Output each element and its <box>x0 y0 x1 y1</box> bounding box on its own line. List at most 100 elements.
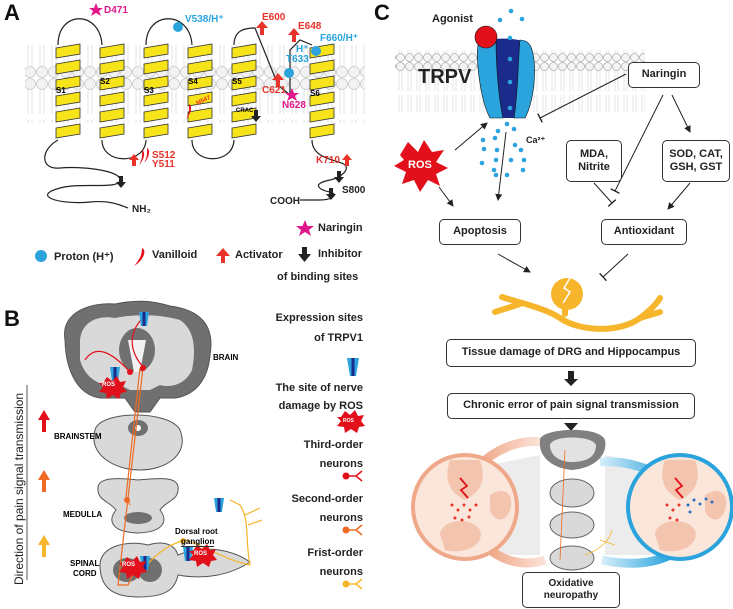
region-medulla: MEDULLA <box>63 510 103 519</box>
legend-second-2: neurons <box>319 512 363 524</box>
inhibitor-arrow-icon <box>326 188 336 200</box>
region-drg-2: ganglion <box>181 537 215 547</box>
inhibitor-arrow-icon <box>251 110 261 122</box>
activator-arrow-icon <box>342 154 352 166</box>
tissue-damage-label: Tissue damage of DRG and Hippocampus <box>461 346 681 359</box>
legend-second-1: Second-order <box>291 493 363 505</box>
site-e648: E648 <box>298 21 322 32</box>
panel-b-ros-bursts <box>99 376 365 579</box>
antioxidant-box: Antioxidant <box>601 219 687 245</box>
oxidative-neuropathy-box: Oxidative neuropathy <box>522 572 620 608</box>
naringin-star-icon <box>296 220 314 236</box>
n-terminus-label: NH₂ <box>132 204 151 215</box>
region-brain: BRAIN <box>213 353 239 362</box>
region-drg-1: Dorsal root <box>175 527 218 536</box>
legend-activator: Activator <box>235 249 283 261</box>
site-y511: Y511 <box>152 159 175 170</box>
agonist-icon <box>474 25 498 49</box>
vanilloid-icon <box>186 104 192 119</box>
site-n628: N628 <box>282 100 306 111</box>
panel-a-helices <box>55 43 335 139</box>
site-k710: K710 <box>316 155 340 166</box>
neuropathy-label: neuropathy <box>543 590 599 601</box>
crac-label: CRAC <box>236 108 254 114</box>
region-spinal: SPINAL <box>70 559 100 568</box>
nitrite-label: Nitrite <box>578 161 610 173</box>
ros-label-cord: ROS <box>122 562 136 568</box>
trpv-label: TRPV <box>418 66 472 88</box>
naringin-star-icon <box>89 3 103 16</box>
site-t633: T633 <box>286 54 309 65</box>
activator-arrow-icon <box>272 73 284 87</box>
legend-naringin: Naringin <box>318 222 363 234</box>
panel-b-anatomy <box>64 300 251 598</box>
ros-label: ROS <box>408 159 432 171</box>
ros-legend-label: ROS <box>343 418 354 424</box>
sod-cat-label: SOD, CAT, <box>669 147 723 160</box>
vanilloid-icon <box>139 150 145 165</box>
proton-icon <box>173 22 183 32</box>
inhibitor-arrow-icon <box>334 171 344 183</box>
legend-third-2: neurons <box>319 458 363 470</box>
site-e600: E600 <box>262 12 286 23</box>
proton-icon <box>284 68 294 78</box>
inhibitor-arrow-icon <box>116 176 126 188</box>
legend-first-1: Frist-order <box>307 547 363 559</box>
panel-b-letter: B <box>4 306 20 331</box>
naringin-box: Naringin <box>628 62 700 88</box>
legend-vanilloid: Vanilloid <box>152 249 198 261</box>
site-s800: S800 <box>342 185 366 196</box>
activator-arrow-icon <box>256 21 268 35</box>
down-arrow-icon <box>564 371 578 386</box>
ros-legend-icon <box>337 410 365 433</box>
chronic-error-box: Chronic error of pain signal transmissio… <box>447 393 695 419</box>
ros-label-drg: ROS <box>194 551 208 557</box>
apoptosis-label: Apoptosis <box>453 225 507 238</box>
legend-proton: Proton (H⁺) <box>54 251 114 263</box>
legend-footer: of binding sites <box>277 271 359 283</box>
legend-inhibitor: Inhibitor <box>318 248 362 260</box>
legend-third-1: Third-order <box>303 439 363 451</box>
mda-nitrite-box: MDA, Nitrite <box>566 140 622 182</box>
panel-c-pathway-arrows <box>438 73 691 282</box>
vanilloid-icon <box>144 148 150 163</box>
oxidative-label: Oxidative <box>548 578 594 589</box>
third-order-arrow-icon <box>38 410 50 432</box>
activator-arrow-icon <box>129 154 139 166</box>
brainstem-section <box>93 414 183 471</box>
site-f660: F660/H⁺ <box>320 33 359 44</box>
vanilloid-icon <box>134 248 145 266</box>
panel-a-legend-icons <box>35 220 314 266</box>
segment-s5: S5 <box>232 77 242 86</box>
site-c621: C621 <box>262 85 286 96</box>
segment-s4: S4 <box>188 77 198 86</box>
panel-b-neuron-legend-icons <box>342 470 363 590</box>
damaged-neuron <box>492 277 663 332</box>
site-s512: S512 <box>152 150 176 161</box>
ros-burst-icon <box>189 544 217 567</box>
calcium-label: Ca²⁺ <box>526 135 546 145</box>
legend-damage-1: The site of nerve <box>275 382 363 394</box>
sod-cat-box: SOD, CAT, GSH, GST <box>662 140 730 182</box>
site-h-plus: H⁺ <box>296 44 309 55</box>
site-v538: V538/H⁺ <box>185 14 224 25</box>
tissue-damage-box: Tissue damage of DRG and Hippocampus <box>446 339 696 367</box>
legend-first-2: neurons <box>319 566 363 578</box>
panel-a-site-markers <box>89 3 352 200</box>
legend-expression-1: Expression sites <box>275 312 363 324</box>
medulla-section <box>97 478 179 534</box>
segment-s6: S6 <box>310 89 320 98</box>
segment-s2: S2 <box>100 77 110 86</box>
neuropathy-schematic <box>411 429 733 571</box>
inhibitor-arrow-icon <box>298 247 311 262</box>
c-terminus-label: COOH <box>270 196 300 207</box>
antioxidant-label: Antioxidant <box>613 225 675 238</box>
segment-s1: S1 <box>56 86 66 95</box>
region-cord: CORD <box>73 569 97 578</box>
direction-axis-label: Direction of pain signal transmission <box>12 392 26 585</box>
legend-expression-2: of TRPV1 <box>314 332 363 344</box>
agonist-label: Agonist <box>432 13 473 25</box>
first-order-arrow-icon <box>38 535 50 557</box>
legend-damage-2: damage by ROS <box>278 400 363 412</box>
